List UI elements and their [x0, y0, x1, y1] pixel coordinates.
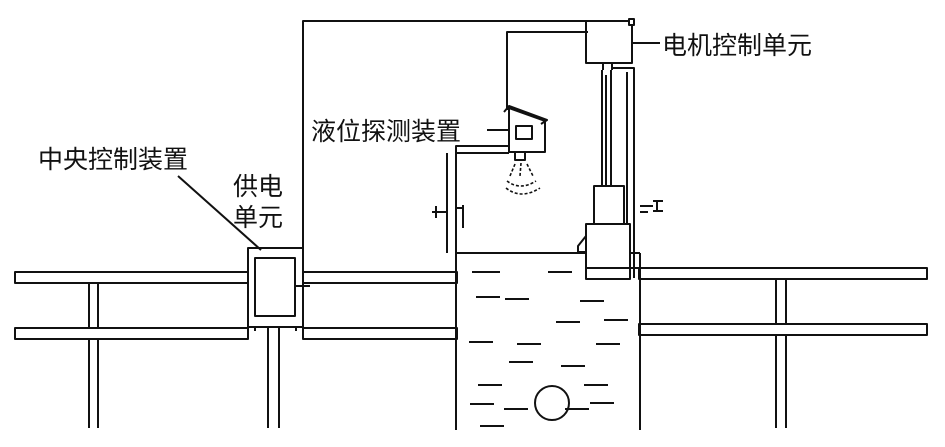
sensing-beam — [505, 162, 541, 195]
right-valve — [640, 200, 663, 213]
liquid-waves — [469, 271, 628, 427]
motor-control-box — [585, 18, 660, 70]
signal-cable — [302, 20, 596, 262]
lift-rod-assembly — [577, 67, 640, 280]
float-ball — [534, 385, 570, 421]
power-supply-unit-label-line2: 单元 — [233, 203, 284, 232]
central-control-leader — [177, 175, 262, 251]
central-control-box — [247, 247, 310, 331]
central-control-device-label: 中央控制装置 — [38, 145, 189, 174]
liquid-level-detector-label: 液位探测装置 — [311, 117, 462, 146]
power-supply-unit-label-line1: 供电 — [233, 172, 284, 201]
railing — [14, 267, 928, 428]
liquid-level-detector — [446, 105, 548, 253]
left-valve — [432, 205, 464, 228]
detector-cable — [506, 31, 588, 110]
motor-control-unit-label: 电机控制单元 — [662, 31, 813, 60]
